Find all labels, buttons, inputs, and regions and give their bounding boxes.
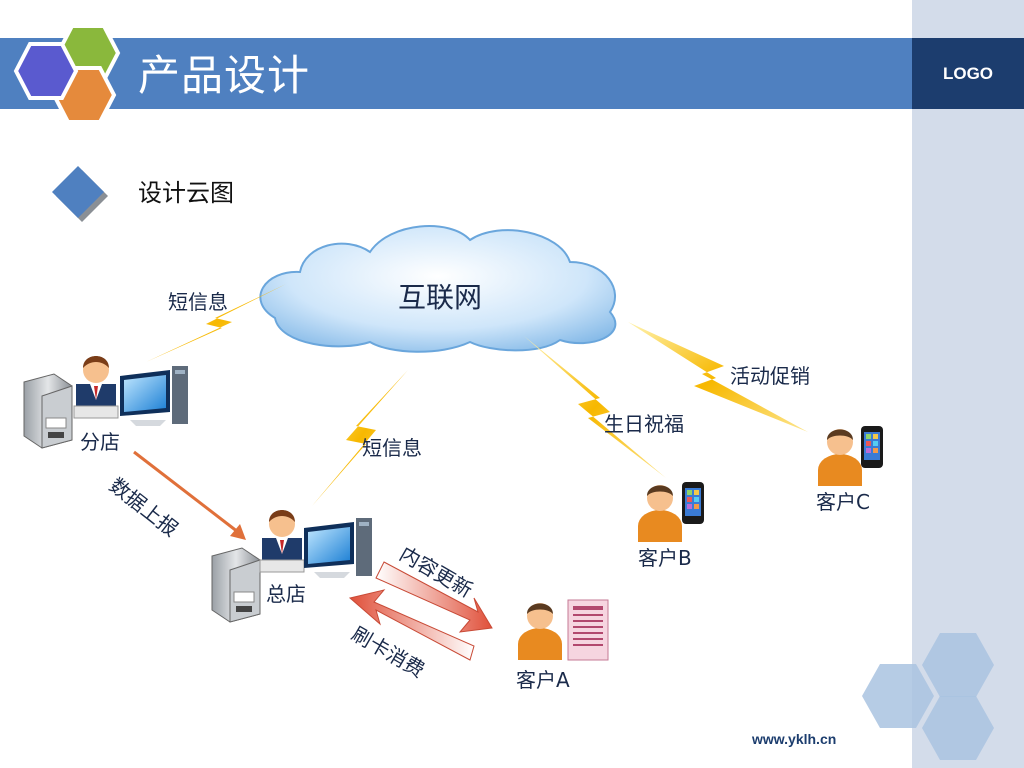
page-title: 产品设计: [138, 51, 311, 100]
logo: LOGO: [912, 38, 1024, 109]
customer-a-label: 客户A: [516, 668, 570, 692]
lightning-hq-icon: [312, 370, 408, 506]
customer-b-label: 客户B: [638, 546, 692, 570]
footer-url: www.yklh.cn: [752, 731, 837, 747]
section-subtitle: 设计云图: [138, 179, 234, 207]
promo-label: 活动促销: [730, 364, 810, 388]
sms-hq-label: 短信息: [362, 436, 422, 460]
branch-label: 分店: [80, 430, 120, 454]
branch-clerk-icon: [73, 355, 119, 419]
diamond-bullet-icon: [52, 166, 108, 222]
decorative-hexagons: [862, 633, 994, 760]
branch-printer-icon: [23, 373, 73, 449]
customer-c-phone-icon: [861, 426, 883, 468]
internet-cloud: [259, 225, 617, 353]
hexagon-logo-icon: [13, 24, 121, 124]
lightning-customer-c-icon: [628, 322, 808, 432]
title-band: [0, 38, 912, 109]
hq-printer-icon: [211, 547, 261, 623]
hq-label: 总店: [266, 582, 306, 606]
lightning-customer-b-icon: [524, 336, 666, 478]
data-report-label: 数据上报: [105, 473, 183, 541]
content-update-arrow: [375, 561, 493, 633]
lightning-branch-icon: [146, 284, 286, 362]
hq-clerk-icon: [259, 509, 305, 573]
customer-b-person-icon: [638, 485, 682, 542]
logo-text: LOGO: [942, 63, 994, 83]
membership-card-icon: [567, 599, 609, 661]
customer-b-phone-icon: [682, 482, 704, 524]
birthday-label: 生日祝福: [604, 412, 684, 436]
sms-branch-label: 短信息: [168, 290, 228, 314]
data-report-arrow: [133, 450, 246, 540]
hq-computer-icon: [304, 518, 372, 578]
branch-computer-icon: [120, 366, 188, 426]
card-consume-arrow: [348, 589, 475, 661]
customer-c-label: 客户C: [816, 490, 870, 514]
cloud-label: 互联网: [398, 281, 483, 314]
customer-c-person-icon: [818, 429, 862, 486]
customer-a-person-icon: [518, 603, 562, 660]
